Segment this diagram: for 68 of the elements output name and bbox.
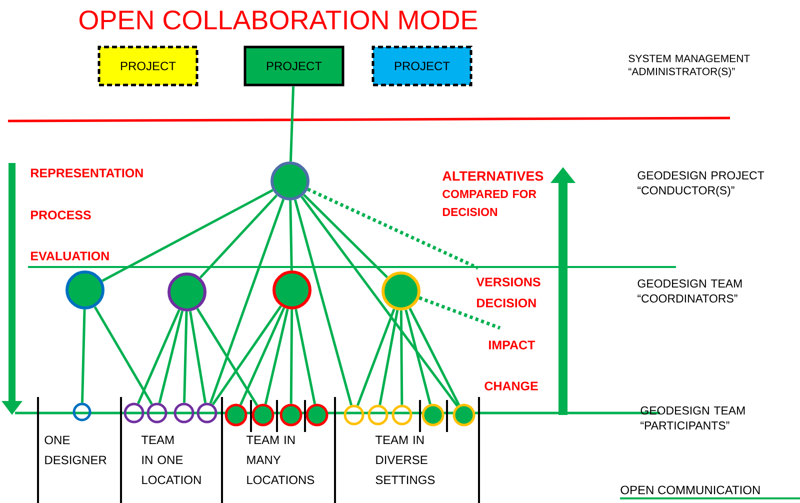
connector-line bbox=[209, 198, 285, 404]
step-label: ALTERNATIVES bbox=[442, 171, 544, 181]
ring-node bbox=[124, 402, 144, 424]
step-label: PROCESS bbox=[31, 210, 91, 220]
connector-line bbox=[239, 307, 286, 406]
step-label: VERSIONS bbox=[476, 278, 540, 286]
connector-line bbox=[356, 308, 396, 406]
step-label: DECISION bbox=[477, 298, 536, 308]
connector-line bbox=[196, 308, 258, 406]
circle-node bbox=[422, 404, 444, 426]
connector-line bbox=[81, 309, 86, 403]
connector-line bbox=[408, 308, 460, 406]
group-label: TEAM IN ONE LOCATION bbox=[141, 436, 201, 484]
project-box: PROJECT bbox=[244, 46, 344, 86]
circle-node bbox=[306, 404, 328, 426]
connector-line bbox=[400, 310, 404, 405]
circle-node bbox=[252, 404, 274, 426]
title: OPEN COLLABORATION MODE bbox=[80, 10, 478, 30]
connector-line bbox=[264, 308, 289, 404]
connector-line bbox=[199, 194, 278, 279]
connector-line bbox=[289, 200, 293, 271]
connector-line bbox=[290, 309, 294, 404]
ring-node bbox=[174, 402, 194, 424]
group-label: ONE DESIGNER bbox=[44, 436, 106, 464]
circle-node bbox=[280, 404, 302, 426]
role-label: GEODESIGN PROJECT “CONDUCTOR(S)” bbox=[638, 171, 764, 197]
circle-node bbox=[382, 272, 420, 310]
circle-node bbox=[224, 404, 248, 426]
connector-line bbox=[136, 309, 180, 404]
ring-node bbox=[196, 402, 218, 424]
connector-line bbox=[289, 86, 295, 162]
connector-line bbox=[158, 310, 184, 404]
project-box: PROJECT bbox=[98, 46, 198, 86]
role-label: SYSTEM MANAGEMENT “ADMINISTRATOR(S)” bbox=[628, 54, 750, 78]
step-label: REPRESENTATION bbox=[31, 168, 143, 178]
connector-line bbox=[102, 189, 274, 282]
connector-line bbox=[418, 296, 501, 330]
step-label: CHANGE bbox=[484, 382, 538, 390]
connector-line bbox=[306, 188, 479, 270]
connector-line bbox=[294, 308, 316, 404]
connector-line bbox=[212, 305, 282, 406]
connector-line bbox=[404, 310, 432, 404]
connector-line bbox=[183, 311, 188, 403]
connector-line bbox=[294, 199, 353, 406]
connector-line bbox=[302, 194, 388, 278]
circle-node bbox=[272, 270, 312, 310]
ring-node bbox=[146, 402, 168, 424]
group-label: TEAM IN MANY LOCATIONS bbox=[246, 436, 314, 484]
role-label: GEODESIGN TEAM “COORDINATORS” bbox=[638, 279, 742, 303]
group-label: TEAM IN DIVERSE SETTINGS bbox=[375, 436, 435, 484]
role-label: GEODESIGN TEAM “PARTICIPANTS” bbox=[640, 406, 745, 430]
step-label: COMPARED FOR DECISION bbox=[442, 190, 536, 216]
ring-node bbox=[344, 404, 364, 426]
circle-node bbox=[270, 162, 310, 200]
ring-node bbox=[72, 402, 92, 422]
connector-line bbox=[300, 196, 458, 407]
legend-entry: OPEN COMMUNICATION bbox=[620, 486, 760, 494]
step-label: EVALUATION bbox=[31, 252, 109, 260]
connector-line bbox=[94, 306, 153, 405]
step-label: IMPACT bbox=[489, 340, 536, 350]
project-box: PROJECT bbox=[372, 46, 472, 86]
ring-node bbox=[368, 404, 388, 426]
circle-node bbox=[452, 404, 476, 426]
ring-node bbox=[392, 404, 412, 426]
circle-node bbox=[168, 272, 206, 312]
connector-line bbox=[378, 310, 399, 406]
circle-node bbox=[66, 270, 104, 310]
connector-line bbox=[188, 311, 207, 404]
